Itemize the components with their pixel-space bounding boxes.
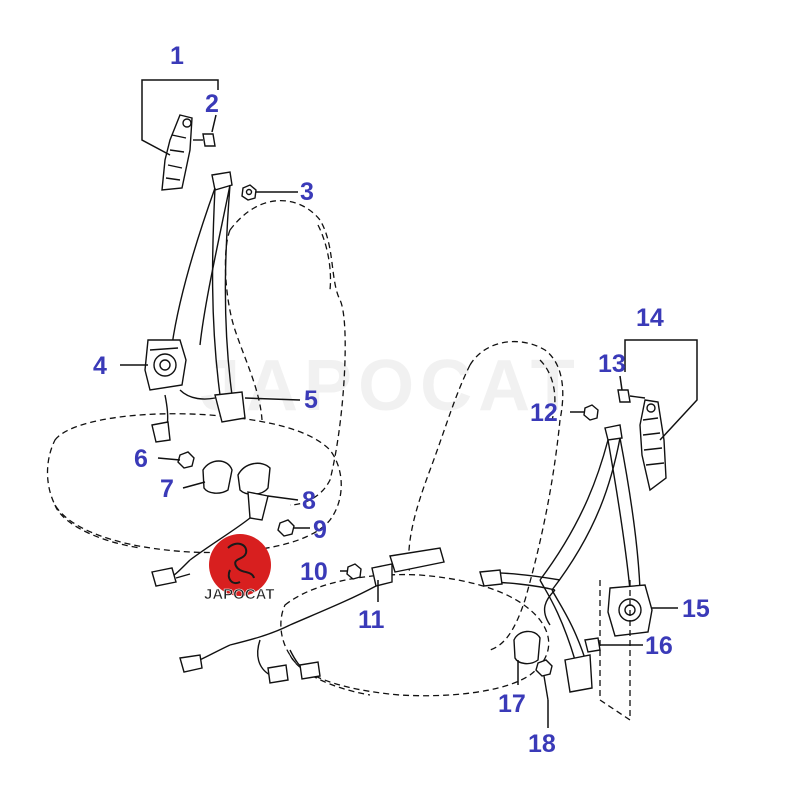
right-belt-webbing <box>479 424 641 693</box>
left-belt-webbing <box>171 171 246 423</box>
callout-11: 11 <box>358 606 385 634</box>
retractor-bolt <box>584 637 601 653</box>
callout-9: 9 <box>313 516 327 544</box>
logo-circle <box>209 534 271 596</box>
callout-4: 4 <box>93 352 107 380</box>
left-buckle <box>189 462 271 561</box>
right-wire-harness <box>179 624 321 684</box>
callout-12: 12 <box>530 399 558 427</box>
lower-anchor-bolt <box>535 659 553 701</box>
nut <box>241 184 257 201</box>
japocat-logo: JAPOCAT <box>204 534 275 603</box>
logo-text: JAPOCAT <box>204 586 275 603</box>
left-wire-harness <box>151 559 191 587</box>
left-lower-anchor <box>151 389 216 469</box>
callout-16: 16 <box>645 632 673 660</box>
callout-17: 17 <box>498 690 526 718</box>
leader-lines <box>120 79 698 728</box>
anchor-bolt <box>193 133 216 147</box>
right-buckle-nut <box>346 563 362 580</box>
callout-2: 2 <box>205 90 219 118</box>
callout-15: 15 <box>682 595 710 623</box>
lower-anchor-cover <box>513 630 541 665</box>
callout-8: 8 <box>302 487 316 515</box>
right-height-adjuster <box>639 399 667 492</box>
callout-6: 6 <box>134 445 148 473</box>
left-height-adjuster <box>161 114 193 191</box>
buckle-nut <box>277 519 295 537</box>
callout-5: 5 <box>304 386 318 414</box>
callout-labels: 1 2 3 4 5 6 7 8 9 10 11 12 13 14 15 16 1… <box>93 42 710 758</box>
watermark-text: JAPOCAT <box>200 346 581 426</box>
callout-3: 3 <box>300 178 314 206</box>
anchor-cover <box>202 460 233 494</box>
callout-1: 1 <box>170 42 184 70</box>
right-anchor-bolt <box>617 389 646 403</box>
callout-13: 13 <box>598 350 626 378</box>
right-seat <box>280 340 564 697</box>
callout-7: 7 <box>160 475 174 503</box>
callout-10: 10 <box>300 558 328 586</box>
left-retractor <box>144 339 187 391</box>
callout-18: 18 <box>528 730 556 758</box>
right-buckle <box>289 547 445 626</box>
right-guide-lines <box>599 580 631 721</box>
right-nut <box>583 404 599 421</box>
callout-14: 14 <box>636 304 664 332</box>
